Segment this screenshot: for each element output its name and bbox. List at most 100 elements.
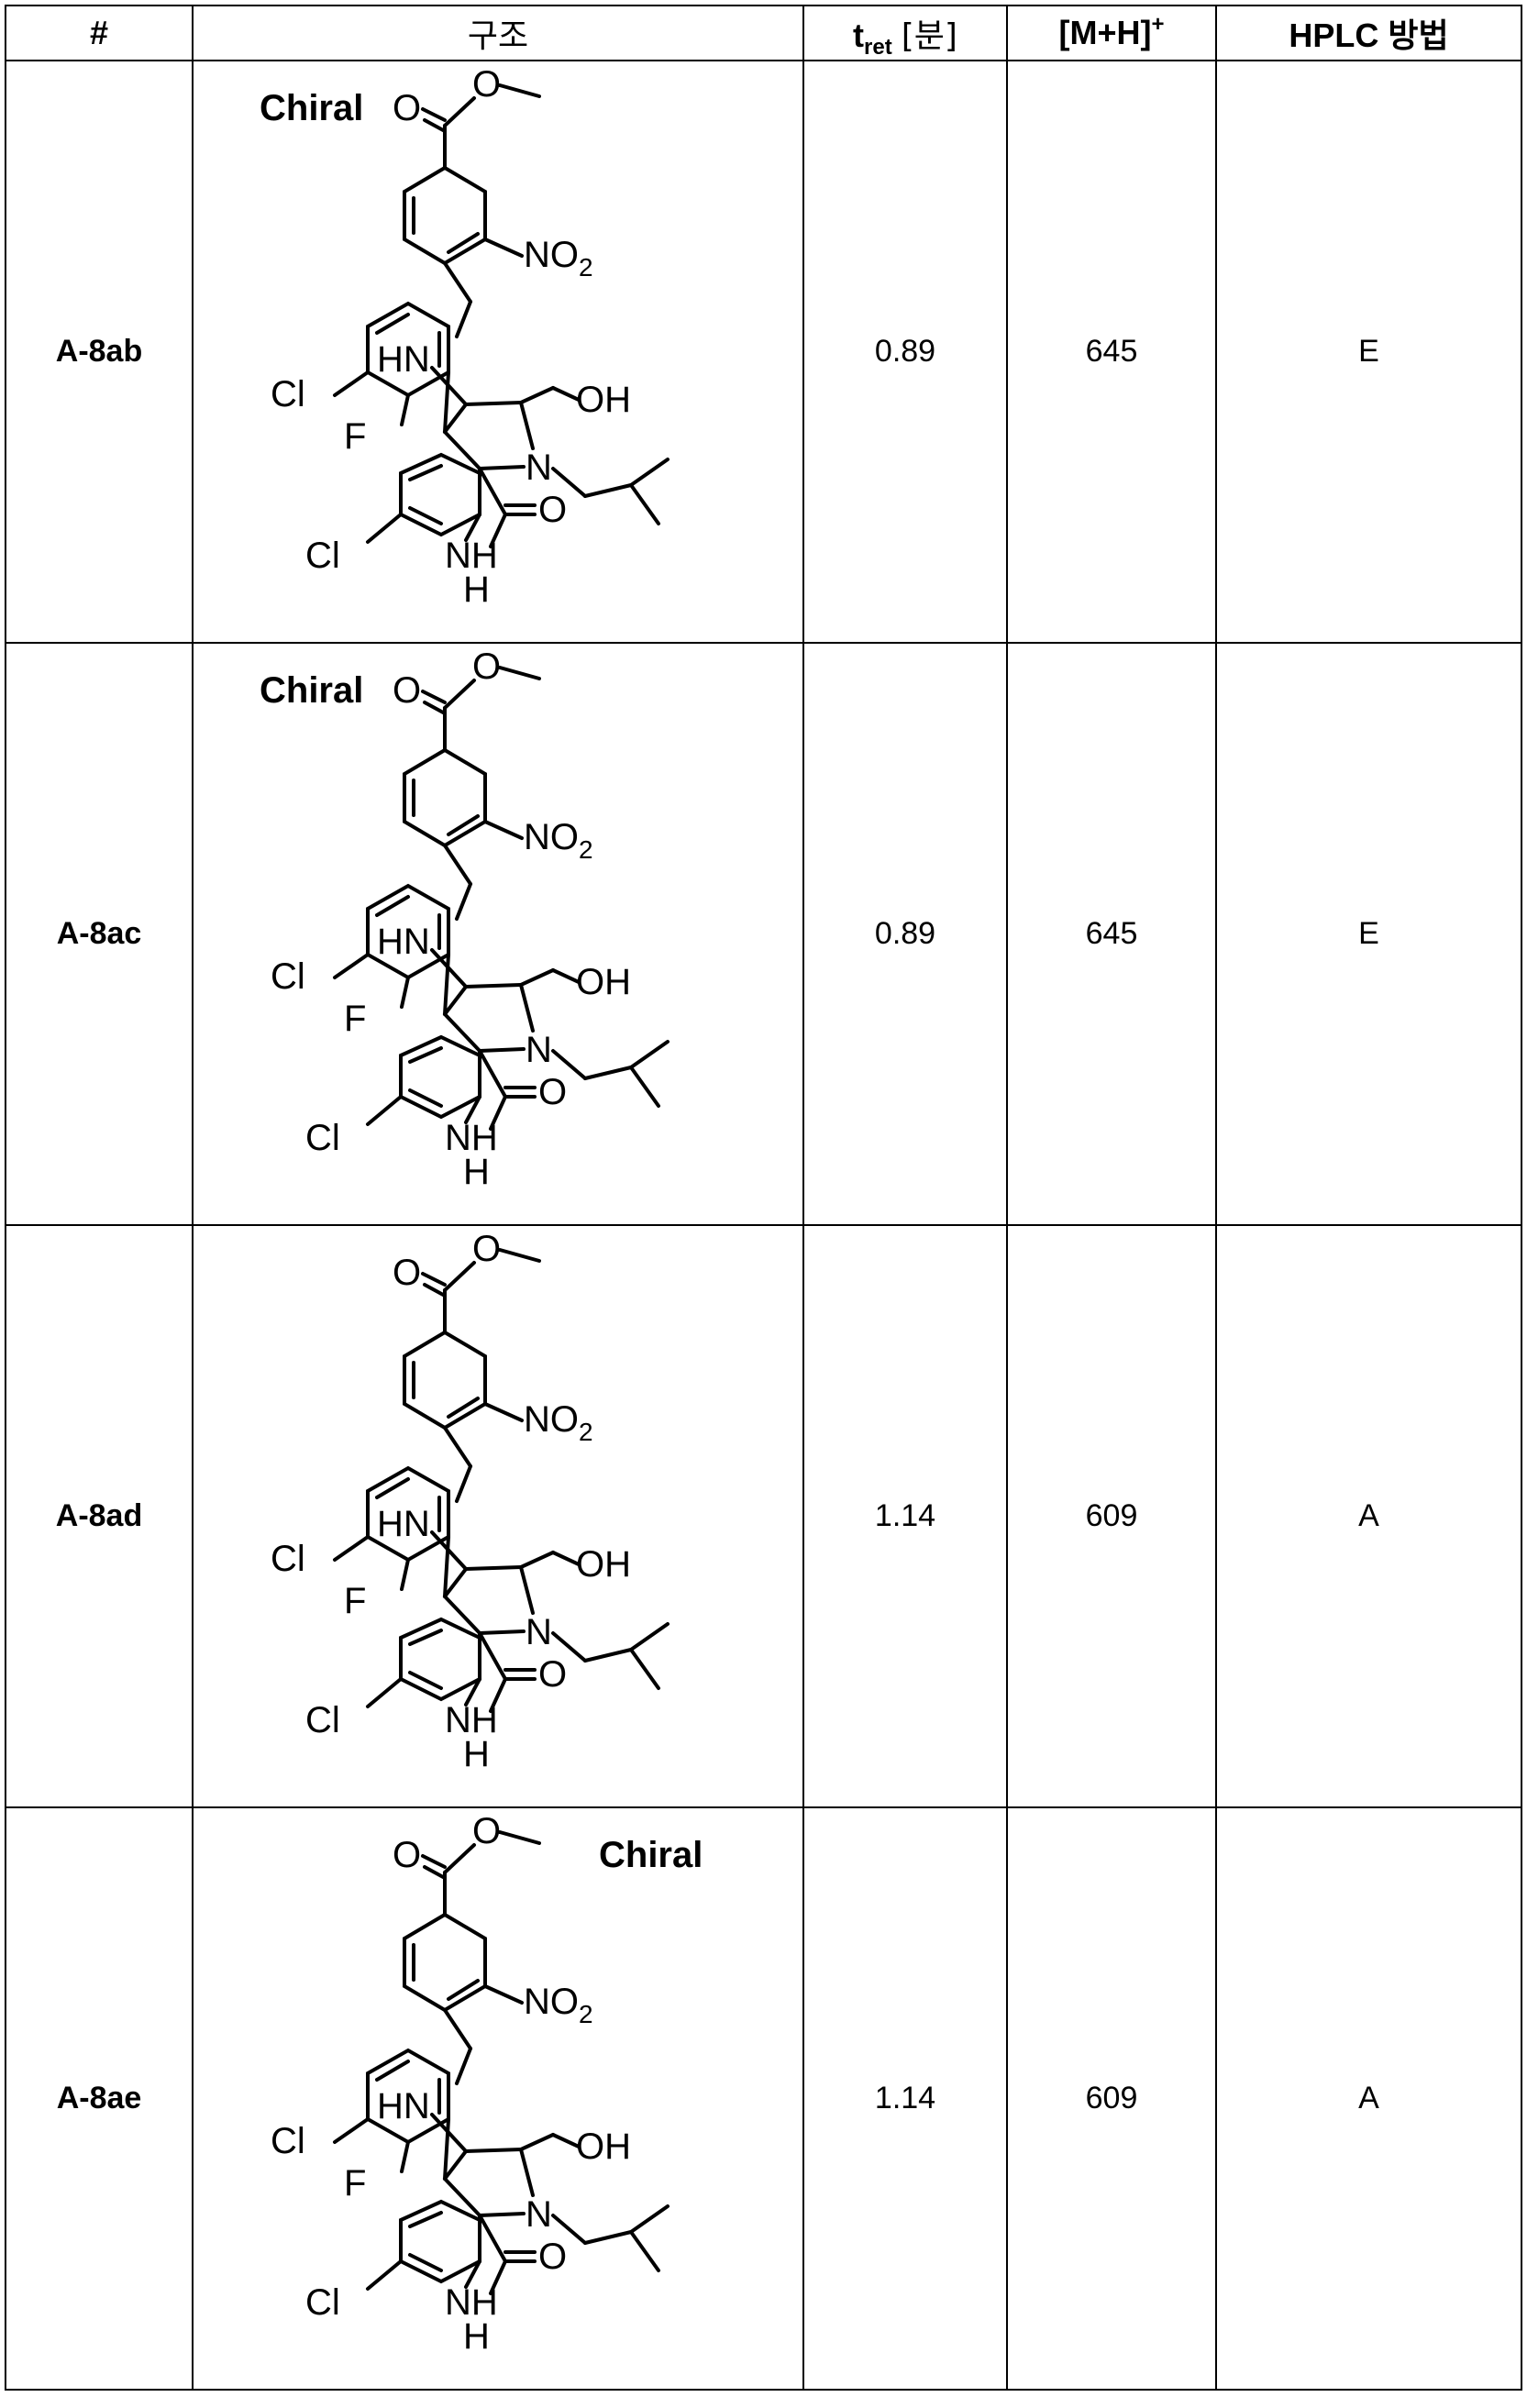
- pyrrolidine-core: HN N OH: [377, 339, 668, 524]
- pyrrolidine-core: HN N OH: [377, 2086, 668, 2270]
- header-id: #: [6, 6, 193, 61]
- compound-id: A-8ab: [6, 61, 193, 643]
- atom-label-o-ester: O: [472, 647, 501, 687]
- atom-label-no2: NO2: [524, 235, 593, 282]
- ester-group: O O: [393, 647, 539, 750]
- atom-label-hn: HN: [377, 339, 430, 380]
- hplc-method: E: [1216, 643, 1521, 1225]
- compound-id: A-8ae: [6, 1807, 193, 2390]
- retention-time: 0.89: [803, 61, 1007, 643]
- retention-time: 1.14: [803, 1225, 1007, 1807]
- atom-label-oh: OH: [576, 380, 631, 420]
- atom-label-n: N: [526, 447, 552, 488]
- compound-id: A-8ac: [6, 643, 193, 1225]
- retention-time: 0.89: [803, 643, 1007, 1225]
- atom-label-cl-oxindole: Cl: [305, 1118, 340, 1158]
- nitrobenzene-ring: NO2: [404, 750, 593, 919]
- header-structure-label: 구조: [468, 17, 528, 55]
- chemical-structure: O O NO2: [205, 1230, 791, 1803]
- header-mass: [M+H]+: [1007, 6, 1216, 61]
- table-row: A-8ab O O: [6, 61, 1521, 643]
- atom-label-o-carbonyl: O: [393, 670, 421, 711]
- atom-label-h: H: [463, 2316, 490, 2357]
- atom-label-n: N: [526, 1612, 552, 1652]
- chemical-structure: O O NO2: [205, 1812, 791, 2385]
- nitrobenzene-ring: NO2: [404, 1332, 593, 1501]
- chlorofluorophenyl-ring: Cl F: [271, 1468, 448, 1621]
- structure-cell: O O NO2: [193, 1807, 803, 2390]
- header-mh-sup: +: [1151, 12, 1164, 37]
- atom-label-o-ester: O: [472, 1230, 501, 1269]
- nitrobenzene-ring: NO2: [404, 168, 593, 337]
- atom-label-hn: HN: [377, 1504, 430, 1544]
- ester-group: O O: [393, 1230, 539, 1332]
- header-hplc-prefix: HPLC: [1289, 17, 1388, 54]
- structure-cell: O O NO2: [193, 643, 803, 1225]
- ester-group: O O: [393, 65, 539, 168]
- header-tret-sub: ret: [864, 35, 892, 60]
- atom-label-o-lactam: O: [538, 2237, 567, 2277]
- atom-label-o-carbonyl: O: [393, 88, 421, 128]
- atom-label-cl-oxindole: Cl: [305, 1700, 340, 1740]
- atom-label-cl-oxindole: Cl: [305, 2282, 340, 2323]
- compound-table: # 구조 tret [분] [M+H]+ HPLC 방법 A-8ab O O: [5, 5, 1522, 2391]
- mass-value: 645: [1007, 643, 1216, 1225]
- atom-label-f: F: [344, 999, 366, 1039]
- chiral-label: Chiral: [260, 88, 363, 128]
- header-hplc-kor: 방법: [1388, 17, 1448, 55]
- atom-label-cl-phenyl: Cl: [271, 956, 305, 997]
- header-structure: 구조: [193, 6, 803, 61]
- table-row: A-8ae O O: [6, 1807, 1521, 2390]
- atom-label-o-ester: O: [472, 65, 501, 105]
- header-retention-time: tret [분]: [803, 6, 1007, 61]
- atom-label-cl-phenyl: Cl: [271, 374, 305, 414]
- structure-cell: O O NO2: [193, 1225, 803, 1807]
- atom-label-cl-phenyl: Cl: [271, 1539, 305, 1579]
- retention-time: 1.14: [803, 1807, 1007, 2390]
- table-row: A-8ac O O: [6, 643, 1521, 1225]
- hplc-method: E: [1216, 61, 1521, 643]
- atom-label-h: H: [463, 569, 490, 610]
- structure-cell: O O NO2: [193, 61, 803, 643]
- atom-label-hn: HN: [377, 922, 430, 962]
- chemical-structure: O O NO2: [205, 65, 791, 638]
- mass-value: 645: [1007, 61, 1216, 643]
- header-tret-unit: [분]: [902, 17, 957, 55]
- atom-label-cl-oxindole: Cl: [305, 536, 340, 576]
- atom-label-oh: OH: [576, 2126, 631, 2167]
- chlorofluorophenyl-ring: Cl F: [271, 304, 448, 457]
- atom-label-o-carbonyl: O: [393, 1835, 421, 1875]
- atom-label-o-lactam: O: [538, 490, 567, 530]
- compound-id: A-8ad: [6, 1225, 193, 1807]
- atom-label-no2: NO2: [524, 1982, 593, 2028]
- chlorofluorophenyl-ring: Cl F: [271, 2050, 448, 2204]
- atom-label-hn: HN: [377, 2086, 430, 2126]
- atom-label-no2: NO2: [524, 1399, 593, 1446]
- atom-label-o-carbonyl: O: [393, 1253, 421, 1293]
- header-mh-main: [M+H]: [1058, 14, 1151, 51]
- atom-label-oh: OH: [576, 962, 631, 1002]
- header-tret-main: t: [853, 17, 864, 54]
- atom-label-f: F: [344, 1581, 366, 1621]
- atom-label-o-ester: O: [472, 1812, 501, 1851]
- chiral-label: Chiral: [599, 1835, 703, 1875]
- atom-label-o-lactam: O: [538, 1072, 567, 1112]
- header-row: # 구조 tret [분] [M+H]+ HPLC 방법: [6, 6, 1521, 61]
- mass-value: 609: [1007, 1807, 1216, 2390]
- atom-label-h: H: [463, 1734, 490, 1774]
- chemical-structure: O O NO2: [205, 647, 791, 1221]
- atom-label-cl-phenyl: Cl: [271, 2121, 305, 2161]
- ester-group: O O: [393, 1812, 539, 1915]
- nitrobenzene-ring: NO2: [404, 1915, 593, 2083]
- chiral-label: Chiral: [260, 670, 363, 711]
- atom-label-f: F: [344, 2163, 366, 2204]
- table-row: A-8ad O O: [6, 1225, 1521, 1807]
- hplc-method: A: [1216, 1807, 1521, 2390]
- hplc-method: A: [1216, 1225, 1521, 1807]
- atom-label-oh: OH: [576, 1544, 631, 1585]
- atom-label-no2: NO2: [524, 817, 593, 864]
- atom-label-n: N: [526, 1030, 552, 1070]
- chlorofluorophenyl-ring: Cl F: [271, 886, 448, 1039]
- pyrrolidine-core: HN N OH: [377, 1504, 668, 1688]
- atom-label-o-lactam: O: [538, 1654, 567, 1695]
